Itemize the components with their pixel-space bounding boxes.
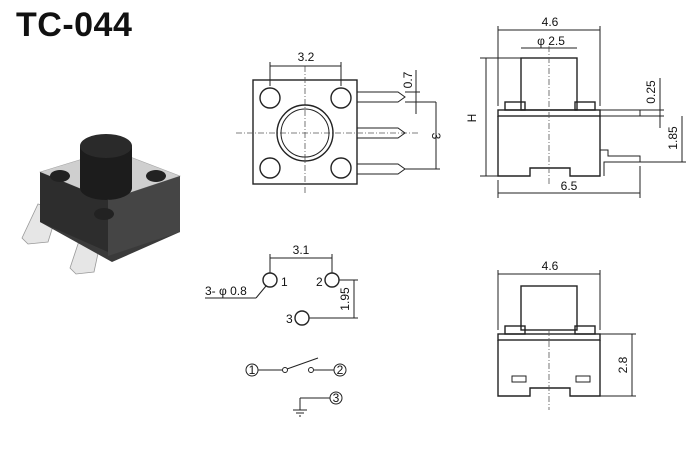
top-view-plunger-inner xyxy=(280,108,330,158)
schematic-node-3 xyxy=(329,391,343,405)
top-view-hole xyxy=(259,157,281,179)
photo-plunger-top xyxy=(80,134,132,158)
schematic-node-2-label: 2 xyxy=(337,363,344,377)
dim-front-plunger-dia: φ 2.5 xyxy=(537,34,565,48)
front-view-lead-top xyxy=(600,109,641,117)
pcb-hole-spec: 3- φ 0.8 xyxy=(205,284,247,298)
top-view-lead xyxy=(357,91,406,103)
pcb-pin-2-label: 2 xyxy=(316,275,323,289)
top-view-hole xyxy=(330,157,352,179)
pcb-layout: 1 2 3 3.1 1.95 3- φ 0.8 xyxy=(205,243,358,326)
pcb-hole-3 xyxy=(294,310,310,326)
pcb-hole-2 xyxy=(324,272,340,288)
photo-side-left xyxy=(40,172,108,252)
front-view-nub xyxy=(504,101,526,111)
front-view-nub xyxy=(574,101,596,111)
front-view-lead-bottom xyxy=(600,149,641,176)
photo-bump xyxy=(94,208,114,220)
side-view: 4.6 2.8 xyxy=(497,259,636,410)
front-view-body xyxy=(497,116,601,177)
schematic-switch-contact xyxy=(286,357,319,370)
pcb-hole-1 xyxy=(262,272,278,288)
dim-top-lead-width: 0.7 xyxy=(401,71,415,88)
dim-front-height: H xyxy=(465,114,479,123)
top-view-plunger-outer xyxy=(276,104,334,162)
side-view-plunger xyxy=(520,285,578,331)
top-view-lead xyxy=(357,127,406,139)
dim-front-total-width: 6.5 xyxy=(561,179,578,193)
front-view: 4.6 φ 2.5 H 0.25 1.85 6.5 xyxy=(465,15,686,198)
dim-side-width: 4.6 xyxy=(542,259,559,273)
part-title: TC-044 xyxy=(16,6,133,44)
dim-side-height: 2.8 xyxy=(616,356,630,373)
schematic-node-3-label: 3 xyxy=(333,391,340,405)
top-view-hole xyxy=(330,87,352,109)
dim-top-lead-pitch: 3 xyxy=(429,133,443,140)
photo-plunger xyxy=(80,146,132,200)
schematic-node-1-label: 1 xyxy=(249,363,256,377)
dim-pcb-pin-offset: 1.95 xyxy=(338,287,352,311)
dim-front-lead-thickness: 0.25 xyxy=(644,80,658,104)
dim-pcb-pitch: 3.1 xyxy=(293,243,310,257)
side-view-nub xyxy=(574,325,596,335)
dim-front-width: 4.6 xyxy=(542,15,559,29)
side-view-slot xyxy=(575,375,591,383)
schematic-node-2 xyxy=(333,363,347,377)
photo-bump xyxy=(146,170,166,182)
side-view-slot xyxy=(511,375,527,383)
top-view: 3.2 0.7 3 xyxy=(236,50,443,195)
product-photo xyxy=(21,134,181,275)
top-view-hole xyxy=(259,87,281,109)
dim-top-pitch: 3.2 xyxy=(298,50,315,64)
pcb-pin-1-label: 1 xyxy=(281,275,288,289)
pcb-pin-3-label: 3 xyxy=(286,312,293,326)
schematic: 1 2 3 xyxy=(245,357,347,417)
dim-front-lead-offset: 1.85 xyxy=(666,126,680,150)
top-view-lead xyxy=(357,163,406,175)
photo-bump xyxy=(50,170,70,182)
side-view-body xyxy=(497,340,601,397)
photo-side-right xyxy=(108,176,180,256)
